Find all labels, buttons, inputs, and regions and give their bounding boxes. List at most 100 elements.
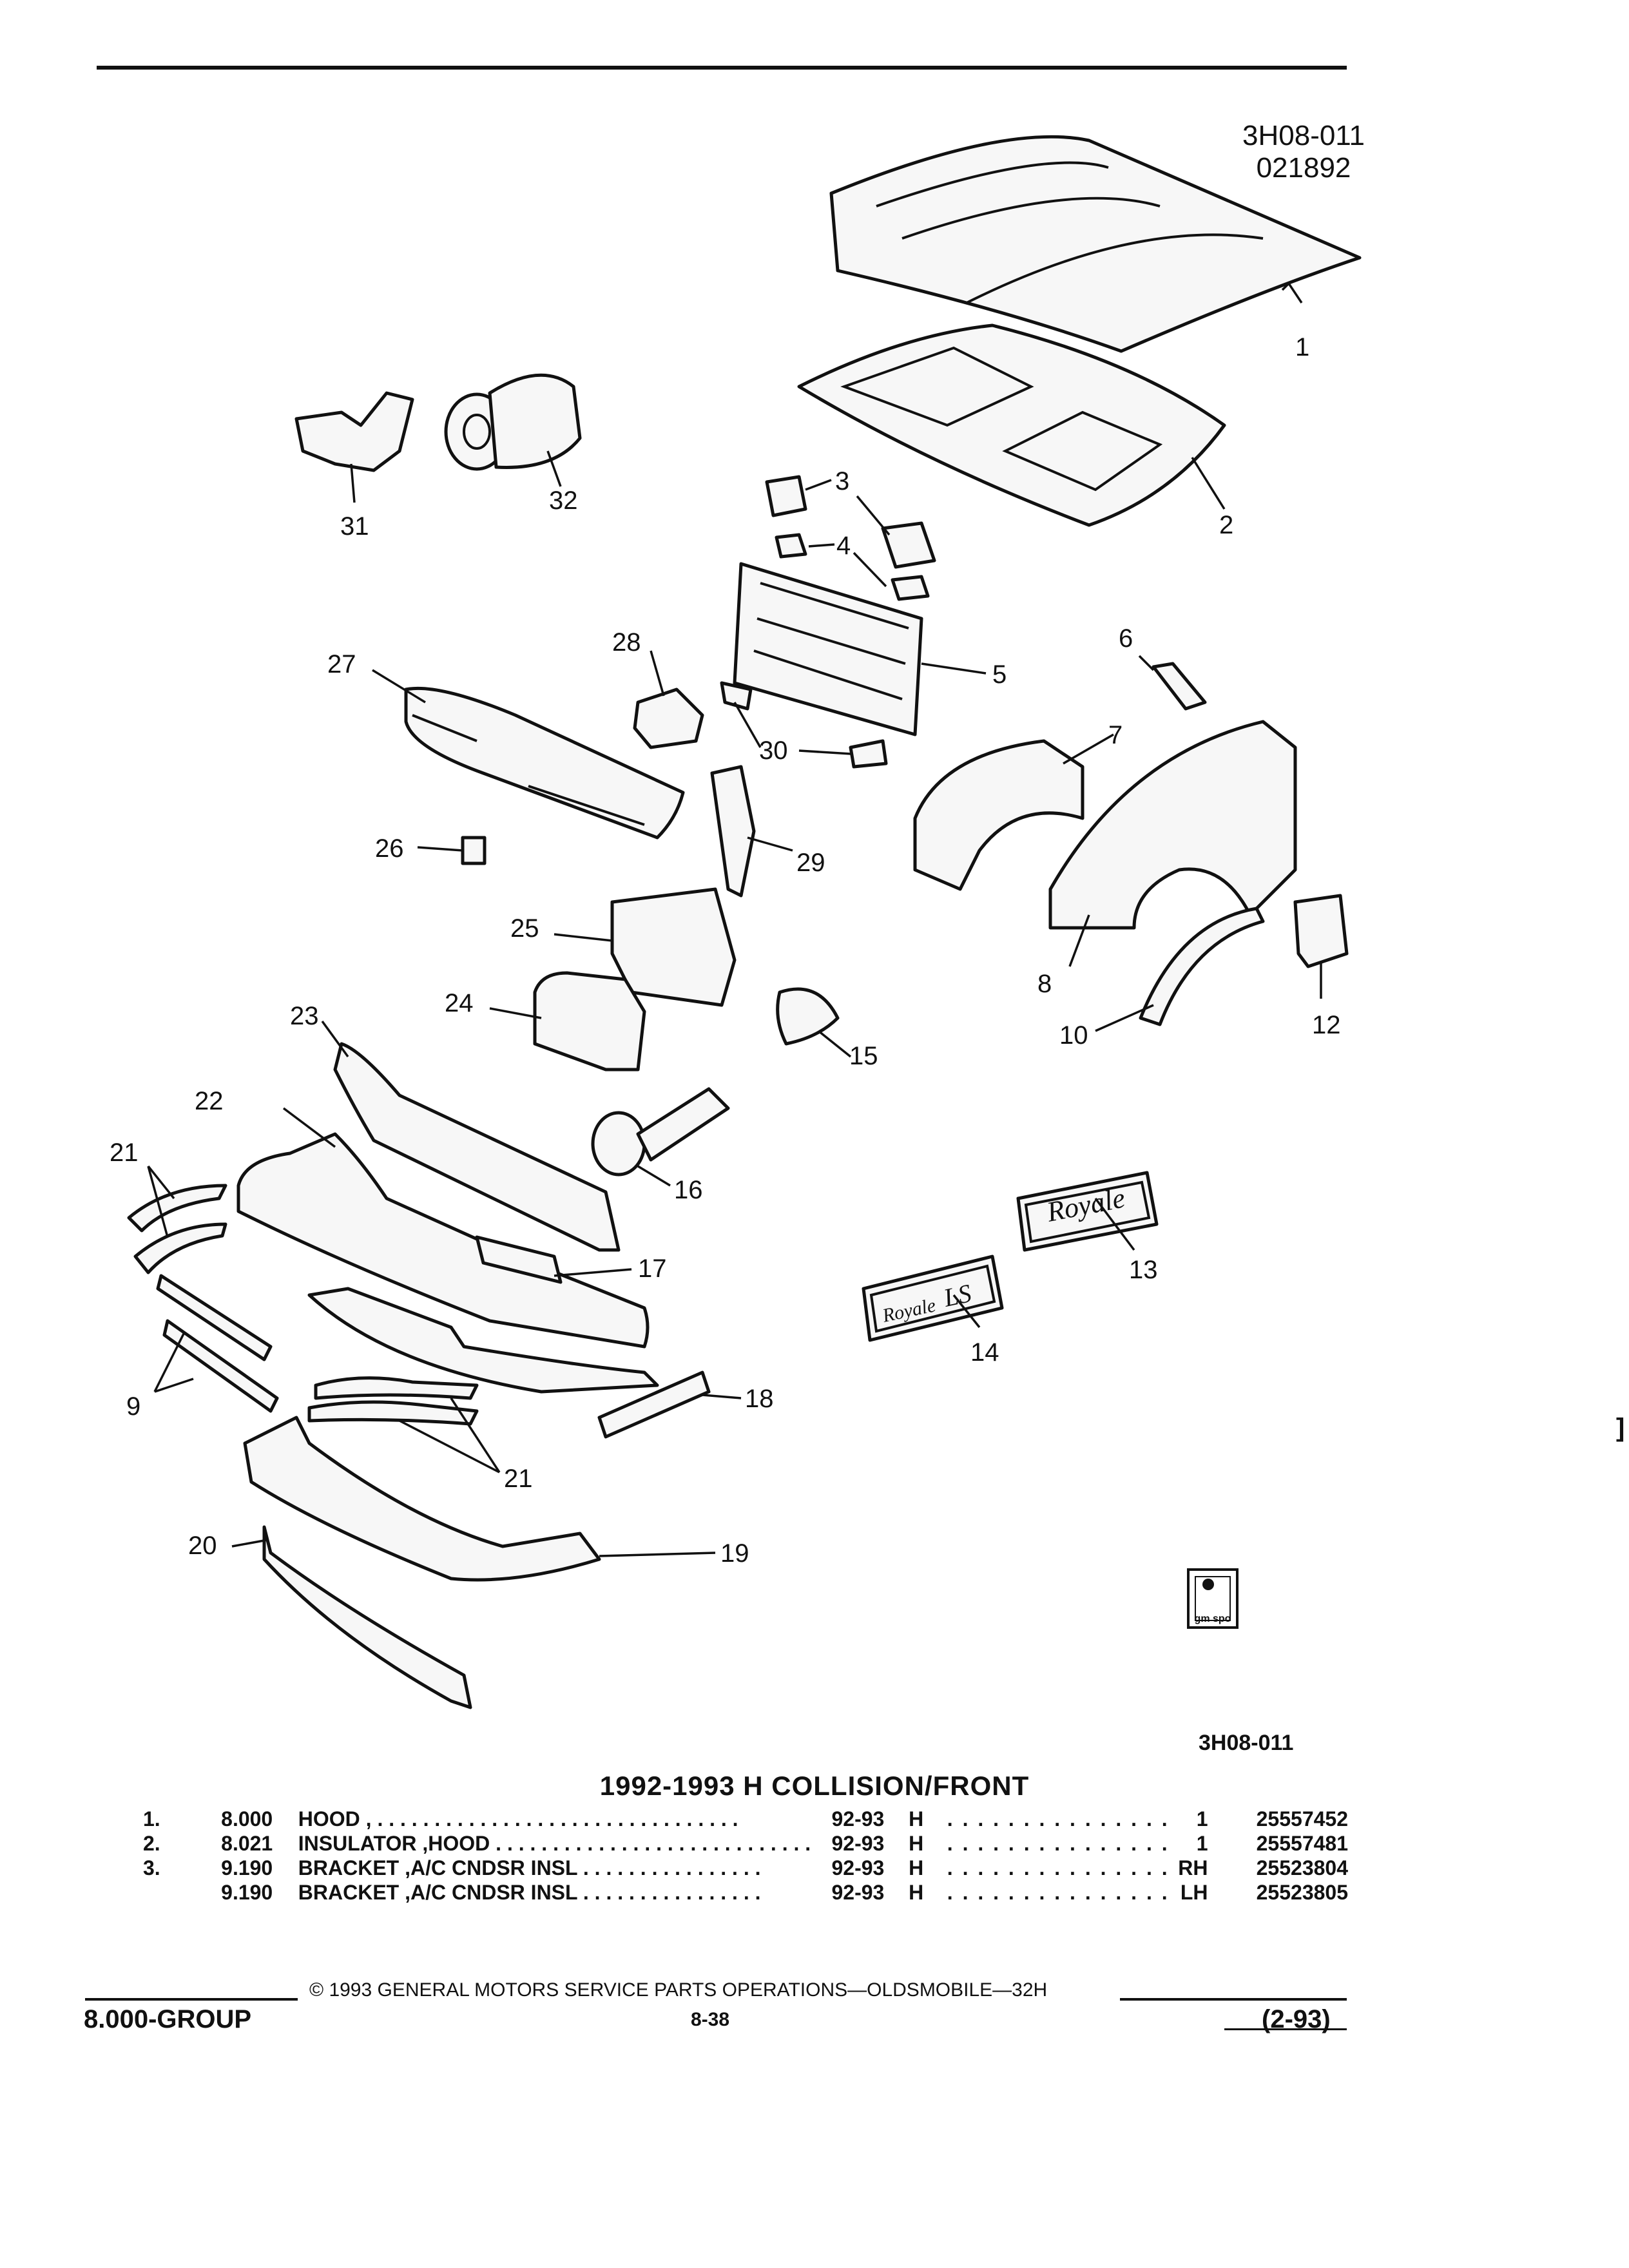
margin-mark: ] <box>1616 1414 1625 1442</box>
hood-part <box>829 135 1362 353</box>
callout-19: 19 <box>720 1539 749 1568</box>
callout-14: 14 <box>970 1338 999 1367</box>
model-years: 92-93 <box>831 1831 885 1855</box>
part-description: BRACKET ,A/C CNDSR INSL . . . . . . . . … <box>298 1880 761 1904</box>
gm-spo-logo-frame <box>1195 1576 1231 1621</box>
spoiler-19-part <box>243 1416 601 1582</box>
footer-rule-right <box>1120 1998 1347 2001</box>
compressor-32-part <box>444 373 582 471</box>
leader-lines <box>147 282 1322 1557</box>
callout-27: 27 <box>327 650 356 678</box>
callout-25: 25 <box>510 914 539 943</box>
strip-9a-part <box>156 1274 273 1361</box>
series: H <box>909 1807 924 1831</box>
callout-31: 31 <box>340 512 369 541</box>
part-number: 25523804 <box>1256 1856 1348 1879</box>
callout-21-left: 21 <box>110 1139 139 1167</box>
item-number: 1. <box>143 1807 160 1831</box>
callout-32: 32 <box>549 486 578 515</box>
callout-28: 28 <box>612 628 641 657</box>
quantity: RH <box>1178 1856 1208 1879</box>
series: H <box>909 1856 924 1879</box>
ls-emblem-text: LS <box>941 1278 974 1312</box>
model-years: 92-93 <box>831 1880 885 1904</box>
deflector-20-part <box>262 1525 472 1709</box>
callout-29: 29 <box>796 849 825 877</box>
ornament-12-part <box>1293 894 1349 968</box>
callout-7: 7 <box>1108 721 1123 749</box>
bracket-30a-part <box>720 681 753 711</box>
model-years: 92-93 <box>831 1807 885 1831</box>
leader-dots: . . . . . . . . . . . . . . . <box>947 1831 1170 1855</box>
part-description: HOOD , . . . . . . . . . . . . . . . . .… <box>298 1807 738 1831</box>
part-number: 25523805 <box>1256 1880 1348 1904</box>
group-code: 8.021 <box>221 1831 273 1855</box>
copyright-notice: © 1993 GENERAL MOTORS SERVICE PARTS OPER… <box>309 1979 1048 2001</box>
callout-labels: 1 2 3 4 5 6 7 8 9 10 12 13 14 15 16 17 1… <box>110 333 1341 1568</box>
callout-30: 30 <box>759 736 788 765</box>
lamp-18-part <box>597 1370 711 1439</box>
bracket-31-part <box>294 391 414 472</box>
bracket-3-parts <box>765 475 936 601</box>
section-title: 1992-1993 H COLLISION/FRONT <box>599 1771 1030 1801</box>
lens-15-part <box>776 987 840 1046</box>
fender-8-part <box>1048 720 1297 930</box>
series: H <box>909 1831 924 1855</box>
diagram-reference-code: 3H08-011 <box>1199 1731 1294 1755</box>
item-number: 3. <box>143 1856 160 1879</box>
leader-dots: . . . . . . . . . . . . . . . <box>947 1880 1170 1904</box>
bracket-25-part <box>610 887 737 1007</box>
molding-10-part <box>1139 907 1265 1026</box>
quantity: 1 <box>1196 1831 1208 1855</box>
callout-18: 18 <box>745 1385 774 1413</box>
brace-29-part <box>710 765 756 898</box>
callout-2: 2 <box>1219 511 1233 539</box>
group-code: 8.000 <box>221 1807 273 1831</box>
table-row: 9.190 BRACKET ,A/C CNDSR INSL . . . . . … <box>143 1880 1348 1905</box>
page-number: 8-38 <box>691 2009 730 2030</box>
diagram-code-date: 021892 <box>1256 152 1351 184</box>
callout-23: 23 <box>290 1002 319 1030</box>
callout-6: 6 <box>1119 624 1133 653</box>
clip-26-part <box>461 836 487 865</box>
bracket-30b-part <box>849 739 888 769</box>
part-description: BRACKET ,A/C CNDSR INSL . . . . . . . . … <box>298 1856 761 1879</box>
absorber-16-part <box>591 1087 730 1177</box>
quantity: 1 <box>1196 1807 1208 1831</box>
condenser-5-part <box>733 562 923 736</box>
callout-10: 10 <box>1059 1021 1088 1050</box>
gm-spo-logo-mark <box>1202 1579 1214 1590</box>
wheelhouse-7-part <box>913 739 1084 891</box>
strip-21b-part <box>133 1222 227 1274</box>
callout-20: 20 <box>188 1532 217 1560</box>
gm-spo-logo-text: gm spo <box>1194 1613 1231 1624</box>
quantity: LH <box>1180 1880 1208 1904</box>
table-row: 2. 8.021 INSULATOR ,HOOD . . . . . . . .… <box>143 1831 1348 1856</box>
series: H <box>909 1880 924 1904</box>
clip-6-part <box>1152 662 1207 711</box>
group-label: 8.000-GROUP <box>84 2005 252 2033</box>
parts-table: 1. 8.000 HOOD , . . . . . . . . . . . . … <box>143 1807 1348 1905</box>
strip-21c-part <box>314 1376 479 1400</box>
lamp-24-part <box>533 971 646 1072</box>
table-row: 1. 8.000 HOOD , . . . . . . . . . . . . … <box>143 1807 1348 1831</box>
callout-3: 3 <box>835 467 849 495</box>
callout-4: 4 <box>836 532 851 560</box>
strip-9b-part <box>162 1319 279 1413</box>
callout-16: 16 <box>674 1176 703 1204</box>
emblem-14-part: Royale LS <box>862 1254 1004 1342</box>
callout-5: 5 <box>992 660 1007 689</box>
header-panel-27-part <box>404 686 685 840</box>
top-rule <box>97 66 1347 70</box>
diagram-code-id: 3H08-011 <box>1242 120 1365 151</box>
exploded-parts-diagram: Royale Royale LS <box>110 135 1362 1709</box>
table-row: 3. 9.190 BRACKET ,A/C CNDSR INSL . . . .… <box>143 1856 1348 1880</box>
callout-9: 9 <box>126 1392 140 1421</box>
callout-12: 12 <box>1312 1011 1341 1039</box>
bumper-cover-22-part <box>236 1132 659 1394</box>
absorber-23-part <box>333 1042 621 1252</box>
callout-15: 15 <box>849 1042 878 1070</box>
footer-rule-under-date <box>1224 2028 1347 2030</box>
group-code: 9.190 <box>221 1880 273 1904</box>
callout-17: 17 <box>638 1254 667 1283</box>
